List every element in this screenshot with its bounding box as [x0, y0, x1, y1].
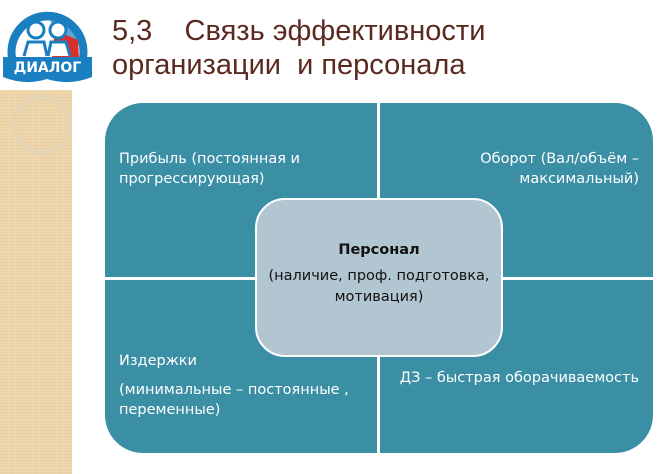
- personnel-title: Персонал: [338, 242, 420, 258]
- dialog-logo: ДИАЛОГ: [3, 11, 92, 83]
- decorative-stripe: [0, 90, 72, 474]
- personnel-text: (наличие, проф. подготовка, мотивация): [268, 268, 490, 305]
- decorative-ring: [12, 95, 72, 155]
- svg-text:ДИАЛОГ: ДИАЛОГ: [14, 60, 82, 76]
- slide-title: 5,3 Связь эффективности организации и пе…: [112, 15, 486, 81]
- receivables-text: ДЗ – быстрая оборачиваемость: [399, 370, 639, 386]
- quadrant-receivables: ДЗ – быстрая оборачиваемость: [380, 280, 653, 453]
- center-personnel: Персонал (наличие, проф. подготовка, мот…: [255, 198, 503, 357]
- costs-text: (минимальные – постоянные , переменные): [119, 382, 349, 418]
- turnover-text: Оборот (Вал/объём – максимальный): [480, 151, 639, 187]
- profit-text: Прибыль (постоянная и прогрессирующая): [119, 151, 300, 187]
- costs-title: Издержки: [119, 353, 197, 369]
